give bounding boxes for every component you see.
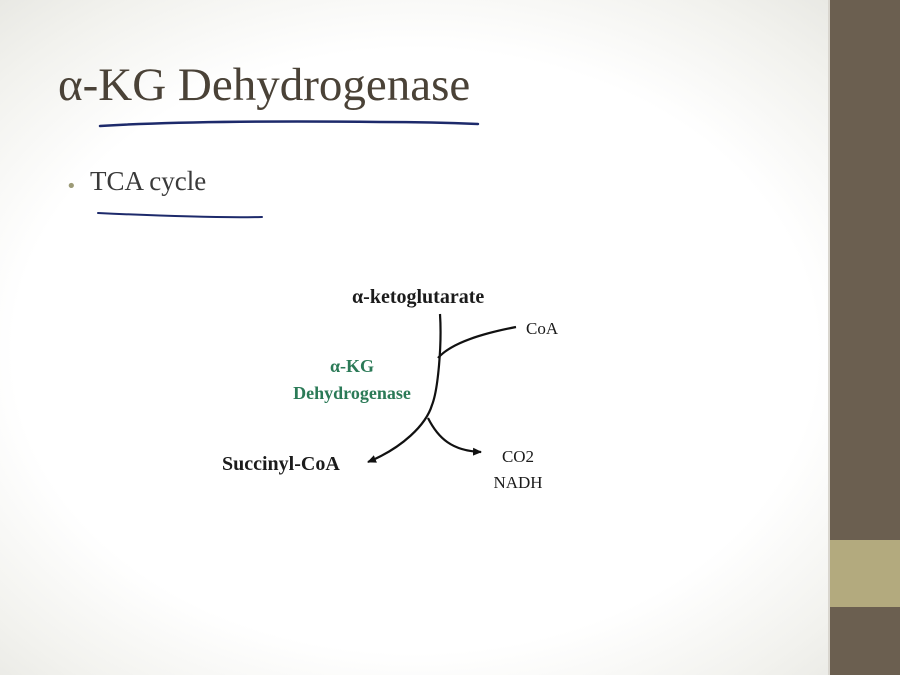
slide-canvas <box>0 0 830 675</box>
byproducts-label: CO2 NADH <box>482 444 554 496</box>
slide-title: α-KG Dehydrogenase <box>58 59 471 111</box>
slide-edge <box>828 0 830 675</box>
product-label: Succinyl-CoA <box>222 453 340 475</box>
enzyme-label-line2: Dehydrogenase <box>293 383 411 403</box>
theme-sidebar-accent <box>830 540 900 607</box>
byproduct-output-arrow <box>427 417 482 456</box>
byproduct-nadh: NADH <box>493 473 543 492</box>
coa-input-curve <box>437 325 517 359</box>
bullet-underline <box>97 212 263 219</box>
bullet-item: TCA cycle <box>90 166 207 196</box>
enzyme-label: α-KG Dehydrogenase <box>272 353 432 407</box>
title-underline <box>98 120 480 128</box>
enzyme-label-line1: α-KG <box>329 356 375 376</box>
substrate-label: α-ketoglutarate <box>352 286 485 308</box>
bullet-dot-icon: • <box>66 176 77 197</box>
main-reaction-arrow <box>367 313 442 464</box>
byproduct-co2: CO2 <box>501 447 535 466</box>
cofactor-in-label: CoA <box>526 319 559 338</box>
